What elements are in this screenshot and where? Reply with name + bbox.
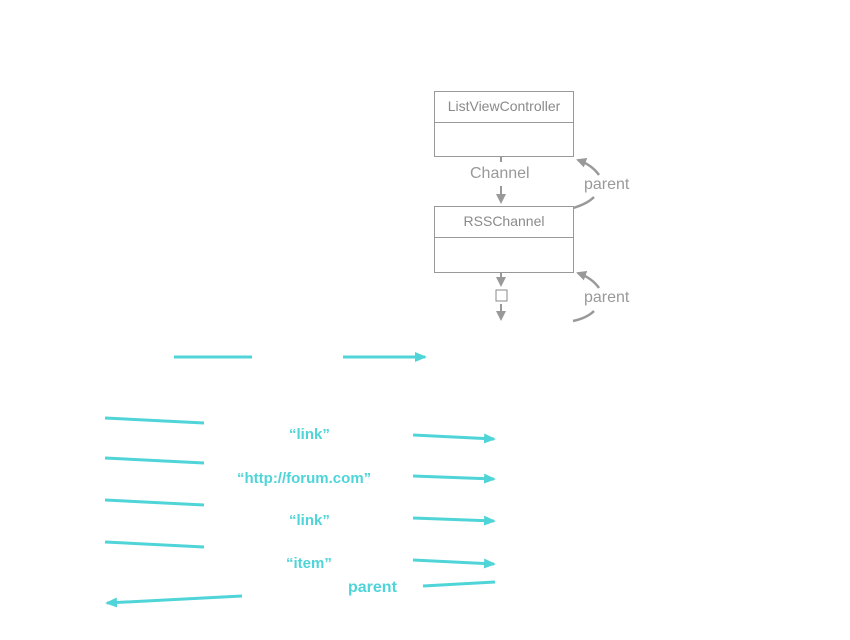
parent-label-lower: parent xyxy=(584,289,630,306)
parent-label-upper: parent xyxy=(584,176,630,193)
flow-label-item: “item” xyxy=(286,555,332,572)
return-line-right xyxy=(422,580,496,588)
rsschannel-class-name: RSSChannel xyxy=(435,207,573,238)
flow-label-link-2: “link” xyxy=(289,512,330,529)
parent-arc-upper-bottom xyxy=(572,196,595,210)
listviewcontroller-class-box: ListViewController xyxy=(434,91,574,157)
flow-line-left-4 xyxy=(104,540,205,549)
flow-line-left-3 xyxy=(104,498,205,507)
flow-arrow-right-4 xyxy=(412,558,496,569)
flow-arrow-right-1 xyxy=(412,433,496,444)
channel-relation-label: Channel xyxy=(470,165,530,182)
parent-arc-upper-top xyxy=(576,157,601,176)
item-square-icon xyxy=(495,289,508,302)
flow-label-link-1: “link” xyxy=(289,426,330,443)
rsschannel-class-box: RSSChannel xyxy=(434,206,574,273)
parent-arc-lower-bottom xyxy=(572,310,595,323)
flow-arrow-right-3 xyxy=(412,515,496,526)
flow-label-url: “http://forum.com” xyxy=(237,470,372,487)
return-arrow-left xyxy=(105,594,243,608)
listviewcontroller-class-name: ListViewController xyxy=(435,92,573,123)
flow-line-left-1 xyxy=(104,416,205,425)
parent-arc-lower-top xyxy=(576,270,601,289)
flow-arrow-right-2 xyxy=(412,473,496,484)
flow-return-label: parent xyxy=(348,579,397,596)
flow-line-left-2 xyxy=(104,456,205,465)
